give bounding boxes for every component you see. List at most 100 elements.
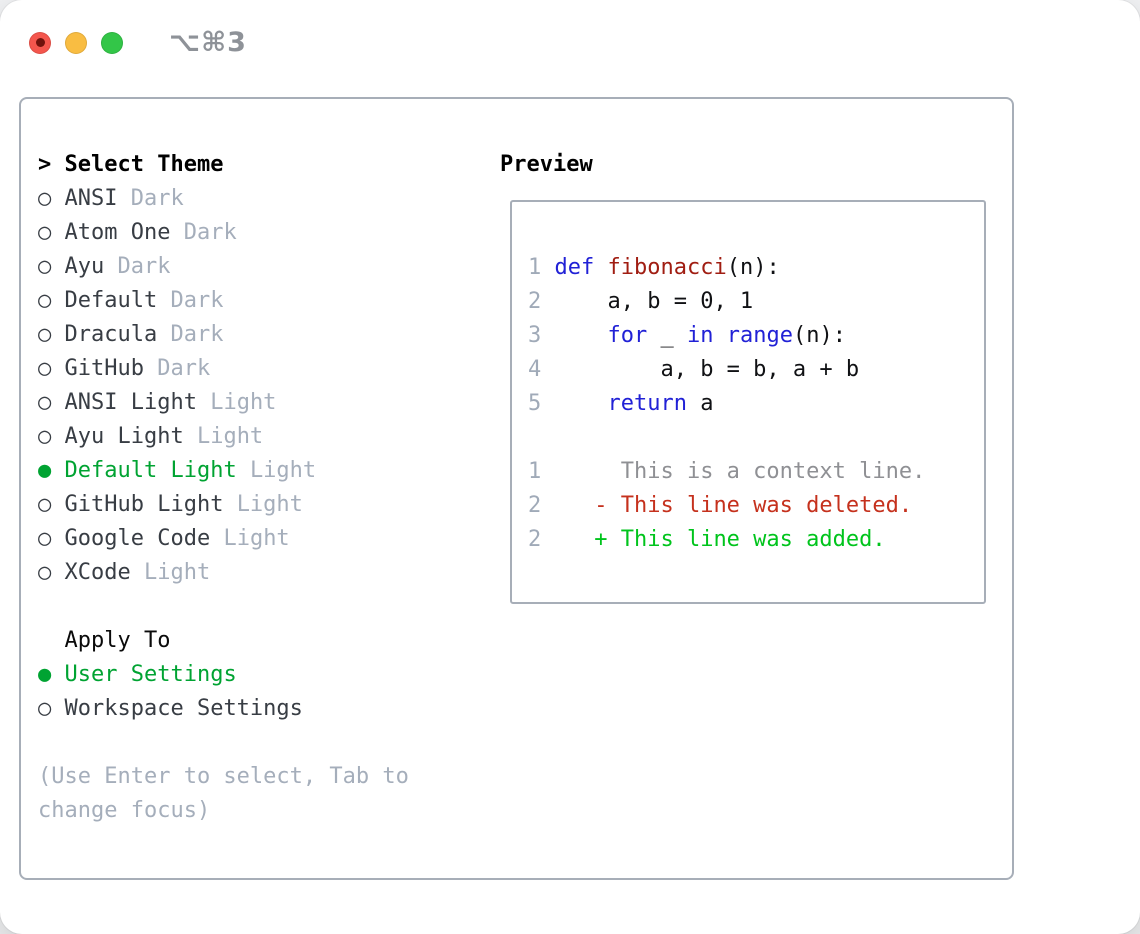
code-token-fn: fibonacci bbox=[607, 255, 727, 280]
theme-name: Google Code bbox=[64, 526, 224, 551]
focus-caret-icon: > bbox=[38, 152, 65, 177]
radio-icon: ○ bbox=[38, 492, 65, 517]
apply-option-label: User Settings bbox=[64, 662, 237, 687]
apply-to-header: Apply To bbox=[38, 624, 435, 658]
code-token-pl bbox=[713, 323, 726, 348]
apply-option-user-settings[interactable]: ● User Settings bbox=[38, 658, 435, 692]
theme-option-google-code[interactable]: ○ Google Code Light bbox=[38, 522, 435, 556]
code-token-pl: (n): bbox=[792, 323, 846, 348]
theme-name: Atom One bbox=[64, 220, 184, 245]
code-line: 1 def fibonacci(n): bbox=[528, 251, 984, 285]
theme-variant: Dark bbox=[170, 322, 224, 347]
code-token-pl: a, b = b, a + b bbox=[554, 357, 860, 382]
titlebar: ⌥⌘3 bbox=[29, 27, 247, 58]
theme-picker: > Select Theme ○ ANSI Dark○ Atom One Dar… bbox=[38, 148, 435, 828]
radio-icon: ○ bbox=[38, 254, 65, 279]
close-button[interactable] bbox=[29, 31, 51, 54]
radio-icon: ○ bbox=[38, 526, 65, 551]
code-line bbox=[528, 421, 984, 455]
code-token-ctx: This is a context line. bbox=[554, 459, 926, 484]
code-token-pl: a, b = 0, 1 bbox=[554, 289, 754, 314]
code-token-pl: a bbox=[686, 391, 714, 416]
apply-to-title: Apply To bbox=[64, 628, 171, 653]
minimize-button[interactable] bbox=[65, 31, 87, 54]
theme-variant: Dark bbox=[117, 254, 171, 279]
code-token-ln: 2 bbox=[528, 527, 555, 552]
code-token-pl bbox=[555, 391, 608, 416]
theme-variant: Dark bbox=[170, 288, 224, 313]
code-token-ln: 2 bbox=[528, 493, 555, 518]
code-token-add: + This line was added. bbox=[554, 527, 886, 552]
preview-header: Preview bbox=[500, 152, 593, 177]
code-line: 1 This is a context line. bbox=[528, 455, 984, 489]
select-theme-title: Select Theme bbox=[64, 152, 224, 177]
radio-icon: ○ bbox=[38, 560, 65, 585]
code-token-pl bbox=[555, 323, 608, 348]
radio-selected-icon: ● bbox=[38, 662, 65, 687]
theme-variant: Light bbox=[223, 526, 290, 551]
radio-icon: ○ bbox=[38, 186, 65, 211]
zoom-button[interactable] bbox=[101, 31, 123, 54]
theme-name: GitHub Light bbox=[64, 492, 237, 517]
code-token-kw: in bbox=[686, 323, 714, 348]
theme-option-ansi[interactable]: ○ ANSI Dark bbox=[38, 182, 435, 216]
theme-variant: Light bbox=[143, 560, 211, 585]
code-token-ln: 1 bbox=[528, 459, 555, 484]
code-token-ln: 1 bbox=[528, 255, 555, 280]
theme-variant: Light bbox=[236, 492, 303, 517]
theme-option-ansi-light[interactable]: ○ ANSI Light Light bbox=[38, 386, 435, 420]
apply-option-workspace-settings[interactable]: ○ Workspace Settings bbox=[38, 692, 435, 726]
theme-option-dracula[interactable]: ○ Dracula Dark bbox=[38, 318, 435, 352]
radio-icon: ○ bbox=[38, 696, 65, 721]
code-token-kw: return bbox=[607, 391, 687, 416]
code-token-ln: 5 bbox=[528, 391, 555, 416]
code-line: 5 return a bbox=[528, 387, 984, 421]
theme-name: Default Light bbox=[64, 458, 250, 483]
radio-selected-icon: ● bbox=[38, 458, 65, 483]
theme-variant: Light bbox=[249, 458, 317, 483]
code-token-pl: _ bbox=[647, 323, 687, 348]
theme-option-xcode[interactable]: ○ XCode Light bbox=[38, 556, 435, 590]
theme-name: Ayu Light bbox=[64, 424, 197, 449]
code-line: 4 a, b = b, a + b bbox=[528, 353, 984, 387]
theme-list: ○ ANSI Dark○ Atom One Dark○ Ayu Dark○ De… bbox=[38, 182, 435, 590]
code-token-ln: 4 bbox=[528, 357, 555, 382]
code-token-ln: 3 bbox=[528, 323, 555, 348]
apply-to-indent bbox=[38, 628, 65, 653]
apply-option-label: Workspace Settings bbox=[64, 696, 303, 721]
theme-name: Dracula bbox=[64, 322, 171, 347]
theme-name: Default bbox=[64, 288, 171, 313]
theme-option-github-light[interactable]: ○ GitHub Light Light bbox=[38, 488, 435, 522]
code-token-kw: def bbox=[554, 255, 595, 280]
theme-variant: Light bbox=[210, 390, 277, 415]
theme-variant: Dark bbox=[157, 356, 211, 381]
code-token-pl: (n): bbox=[726, 255, 780, 280]
code-line: 2 a, b = 0, 1 bbox=[528, 285, 984, 319]
theme-name: XCode bbox=[64, 560, 144, 585]
theme-option-ayu[interactable]: ○ Ayu Dark bbox=[38, 250, 435, 284]
code-token-del: - This line was deleted. bbox=[554, 493, 913, 518]
theme-option-github[interactable]: ○ GitHub Dark bbox=[38, 352, 435, 386]
code-token-ln: 2 bbox=[528, 289, 555, 314]
theme-option-default-light[interactable]: ● Default Light Light bbox=[38, 454, 435, 488]
main-panel: > Select Theme ○ ANSI Dark○ Atom One Dar… bbox=[19, 97, 1014, 880]
theme-variant: Dark bbox=[130, 186, 184, 211]
code-token-kw: range bbox=[726, 323, 793, 348]
theme-option-default[interactable]: ○ Default Dark bbox=[38, 284, 435, 318]
theme-name: ANSI Light bbox=[64, 390, 211, 415]
theme-name: Ayu bbox=[64, 254, 118, 279]
theme-option-ayu-light[interactable]: ○ Ayu Light Light bbox=[38, 420, 435, 454]
radio-icon: ○ bbox=[38, 322, 65, 347]
apply-to-options: ● User Settings○ Workspace Settings bbox=[38, 658, 435, 726]
spacer bbox=[38, 590, 435, 624]
radio-icon: ○ bbox=[38, 288, 65, 313]
theme-option-atom-one[interactable]: ○ Atom One Dark bbox=[38, 216, 435, 250]
theme-name: ANSI bbox=[64, 186, 131, 211]
radio-icon: ○ bbox=[38, 424, 65, 449]
close-button-dot-icon bbox=[35, 38, 45, 47]
window-title: ⌥⌘3 bbox=[169, 27, 247, 58]
code-line: 2 + This line was added. bbox=[528, 523, 984, 557]
